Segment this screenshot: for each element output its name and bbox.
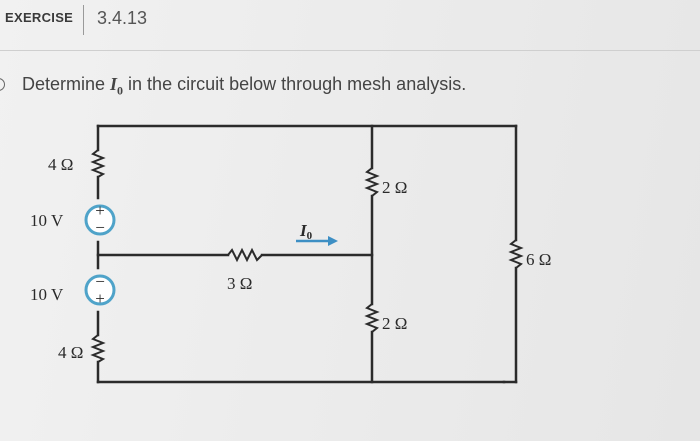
question-text: Determine I0 in the circuit below throug… <box>22 74 466 99</box>
exercise-header: EXERCISE 3.4.13 <box>0 0 700 40</box>
label-left-bottom-source: 10 V <box>30 285 64 304</box>
label-right-bottom-resistor: 2 Ω <box>382 314 407 333</box>
header-divider <box>83 5 84 35</box>
resistor-far-right <box>508 239 524 269</box>
resistor-right-bottom <box>364 303 380 333</box>
exercise-label: EXERCISE <box>5 10 74 25</box>
label-far-right-resistor: 6 Ω <box>526 250 551 269</box>
label-current: I0 <box>299 221 313 242</box>
label-right-top-resistor: 2 Ω <box>382 178 407 197</box>
label-left-top-resistor: 4 Ω <box>48 155 73 174</box>
source-bottom-plus: + <box>95 289 105 308</box>
question-prefix: Determine <box>22 74 111 94</box>
current-arrow-icon <box>296 236 338 246</box>
resistor-middle <box>227 247 263 263</box>
label-left-bottom-resistor: 4 Ω <box>58 343 83 362</box>
resistor-left-bottom <box>90 334 106 363</box>
exercise-number: 3.4.13 <box>97 8 148 28</box>
voltage-source-top: + − <box>84 201 116 237</box>
voltage-source-bottom: − + <box>84 272 116 308</box>
resistor-right-top <box>364 167 380 197</box>
label-left-top-source: 10 V <box>30 211 64 230</box>
circuit-wires <box>96 124 518 384</box>
question-suffix: in the circuit below through mesh analys… <box>123 74 467 94</box>
header-rule <box>0 50 700 51</box>
source-top-minus: − <box>95 218 105 237</box>
source-bottom-minus: − <box>95 272 105 291</box>
question-symbol: I0 <box>110 74 124 98</box>
resistor-left-top <box>90 149 106 178</box>
source-top-plus: + <box>95 201 105 220</box>
label-middle-resistor: 3 Ω <box>227 274 252 293</box>
